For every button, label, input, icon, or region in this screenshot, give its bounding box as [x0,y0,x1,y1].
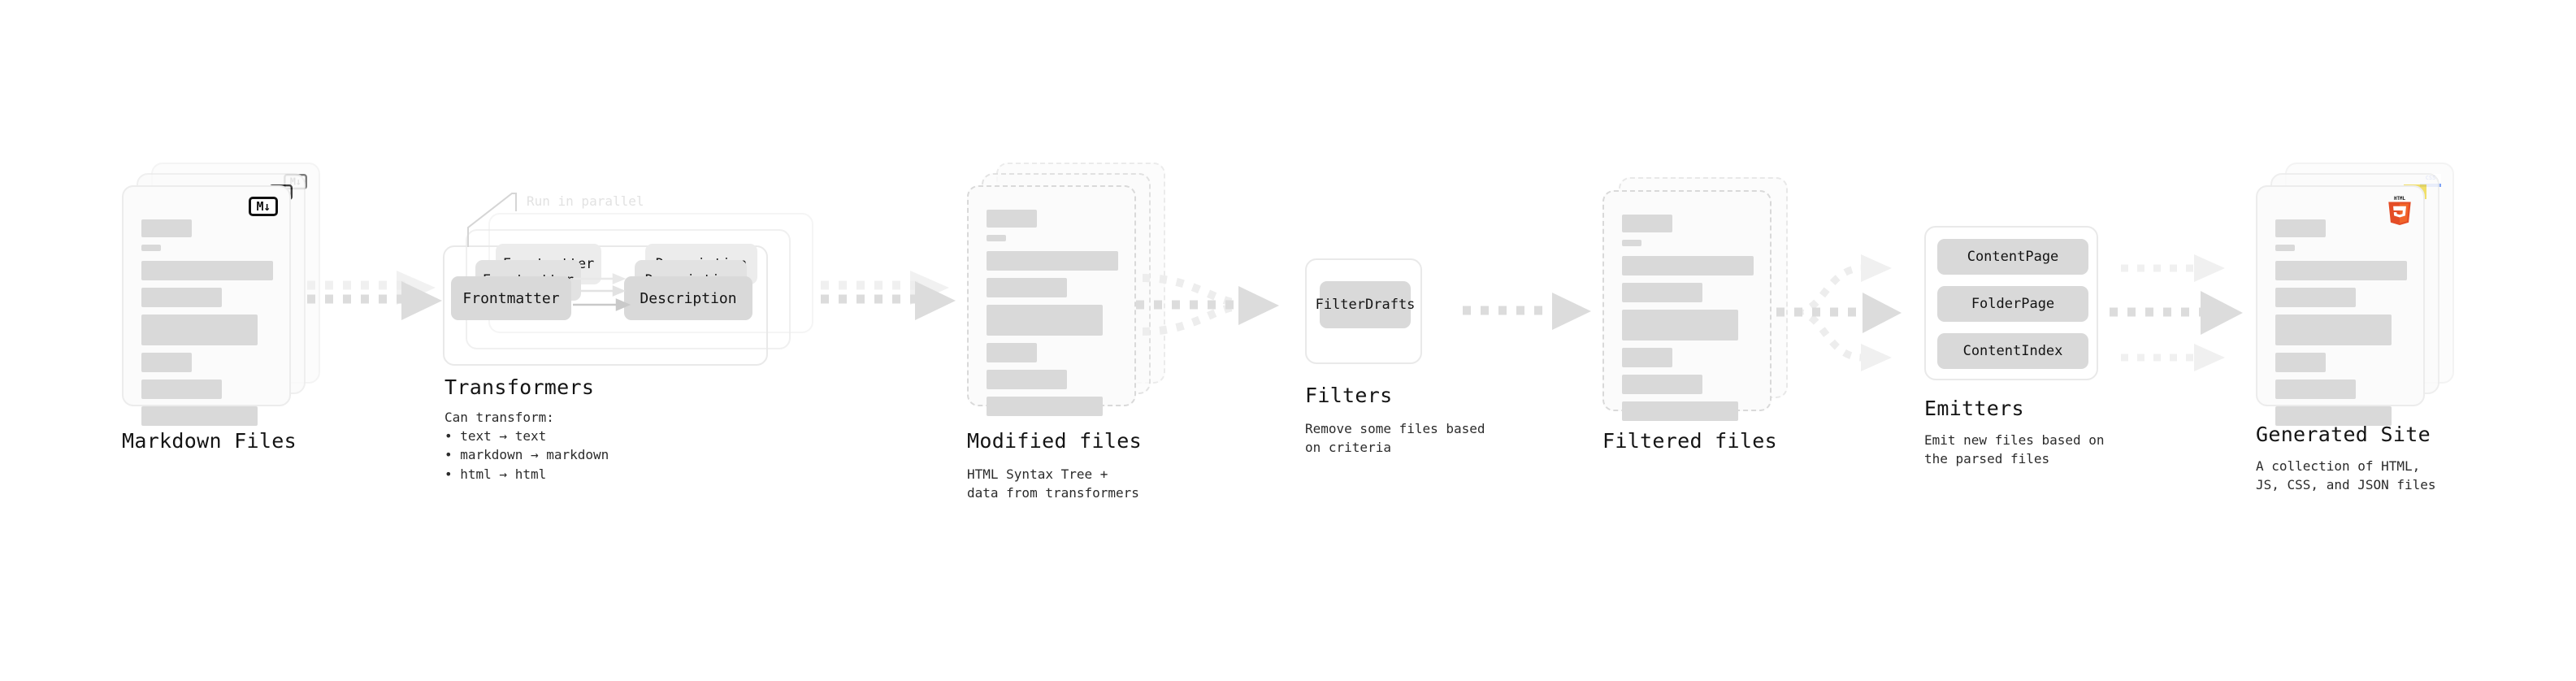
emitters-box: ContentPage FolderPage ContentIndex [1924,226,2098,380]
skeleton-bar [987,370,1067,389]
skeleton-bar [1622,401,1738,421]
skeleton-bar [141,353,192,372]
skeleton-bar [1622,283,1702,302]
skeleton-bar [1622,256,1754,275]
skeleton-bar [1622,215,1672,232]
skeleton-bar [987,210,1037,228]
markdown-badge: M↓ [249,197,278,216]
connector-emitters-to-site [2110,254,2243,371]
label-filters: Filters [1305,384,1393,407]
skeleton-bar [141,314,258,345]
label-generated-site: Generated Site [2256,423,2431,446]
emitter-pill-contentpage[interactable]: ContentPage [1937,239,2088,275]
site-card-front: HTML [2256,185,2425,426]
transformer-inner-arrows [573,273,631,311]
skeleton-bar [1622,240,1641,246]
skeleton-bar [141,406,258,426]
desc-transformers: Can transform: • text → text • markdown … [445,410,609,482]
skeleton-bar [141,261,273,280]
connector-filters-to-filtered [1463,293,1591,330]
skeleton-bar [141,288,222,307]
emitter-pill-folderpage[interactable]: FolderPage [1937,286,2088,322]
skeleton-bar [1622,375,1702,394]
emitter-pill-contentindex[interactable]: ContentIndex [1937,333,2088,369]
desc-generated-site: A collection of HTML, JS, CSS, and JSON … [2256,458,2436,493]
skeleton-bar [2275,245,2295,251]
label-run-in-parallel: Run in parallel [527,193,644,209]
skeleton-bar [987,235,1006,241]
skeleton-content [141,219,273,433]
skeleton-content [2275,219,2407,433]
label-modified-files: Modified files [967,429,1142,453]
skeleton-bar [141,245,161,251]
label-transformers: Transformers [445,375,595,399]
skeleton-bar [987,343,1037,362]
skeleton-content [987,210,1118,423]
skeleton-bar [2275,314,2392,345]
transformer-pill-description[interactable]: Description [624,276,752,320]
modified-card-front [967,185,1136,416]
skeleton-bar [987,305,1103,336]
connector-modified-to-filters [1136,274,1279,336]
skeleton-bar [2275,261,2407,280]
skeleton-bar [987,397,1103,416]
desc-modified-files: HTML Syntax Tree + data from transformer… [967,466,1139,501]
skeleton-bar [1622,348,1672,367]
skeleton-bar [987,278,1067,297]
skeleton-content [1622,215,1754,428]
svg-text:HTML: HTML [2394,197,2405,202]
label-filtered-files: Filtered files [1602,429,1777,453]
skeleton-bar [141,380,222,399]
skeleton-bar [2275,380,2356,399]
filter-pill-filterdrafts[interactable]: FilterDrafts [1316,281,1415,328]
label-emitters: Emitters [1924,397,2024,420]
skeleton-bar [2275,406,2392,426]
filtered-card-front [1602,190,1772,421]
markdown-card-front: M↓ [122,185,291,426]
connector-transformers-to-modified [821,271,956,320]
skeleton-bar [987,251,1118,271]
desc-filters: Remove some files based on criteria [1305,421,1485,456]
skeleton-bar [2275,353,2326,372]
skeleton-bar [1622,310,1738,340]
skeleton-bar [2275,219,2326,237]
transformer-box-front [443,245,768,366]
label-markdown-files: Markdown Files [122,429,297,453]
skeleton-bar [2275,288,2356,307]
connector-filtered-to-emitters [1776,254,1902,371]
run-in-parallel-callout-line [467,193,517,247]
connector-markdown-to-transformers [307,271,442,320]
skeleton-bar [141,219,192,237]
html5-icon: HTML [2388,197,2411,225]
desc-emitters: Emit new files based on the parsed files [1924,432,2105,467]
filters-box: FilterDrafts [1305,258,1422,364]
transformer-pill-frontmatter[interactable]: Frontmatter [451,276,571,320]
